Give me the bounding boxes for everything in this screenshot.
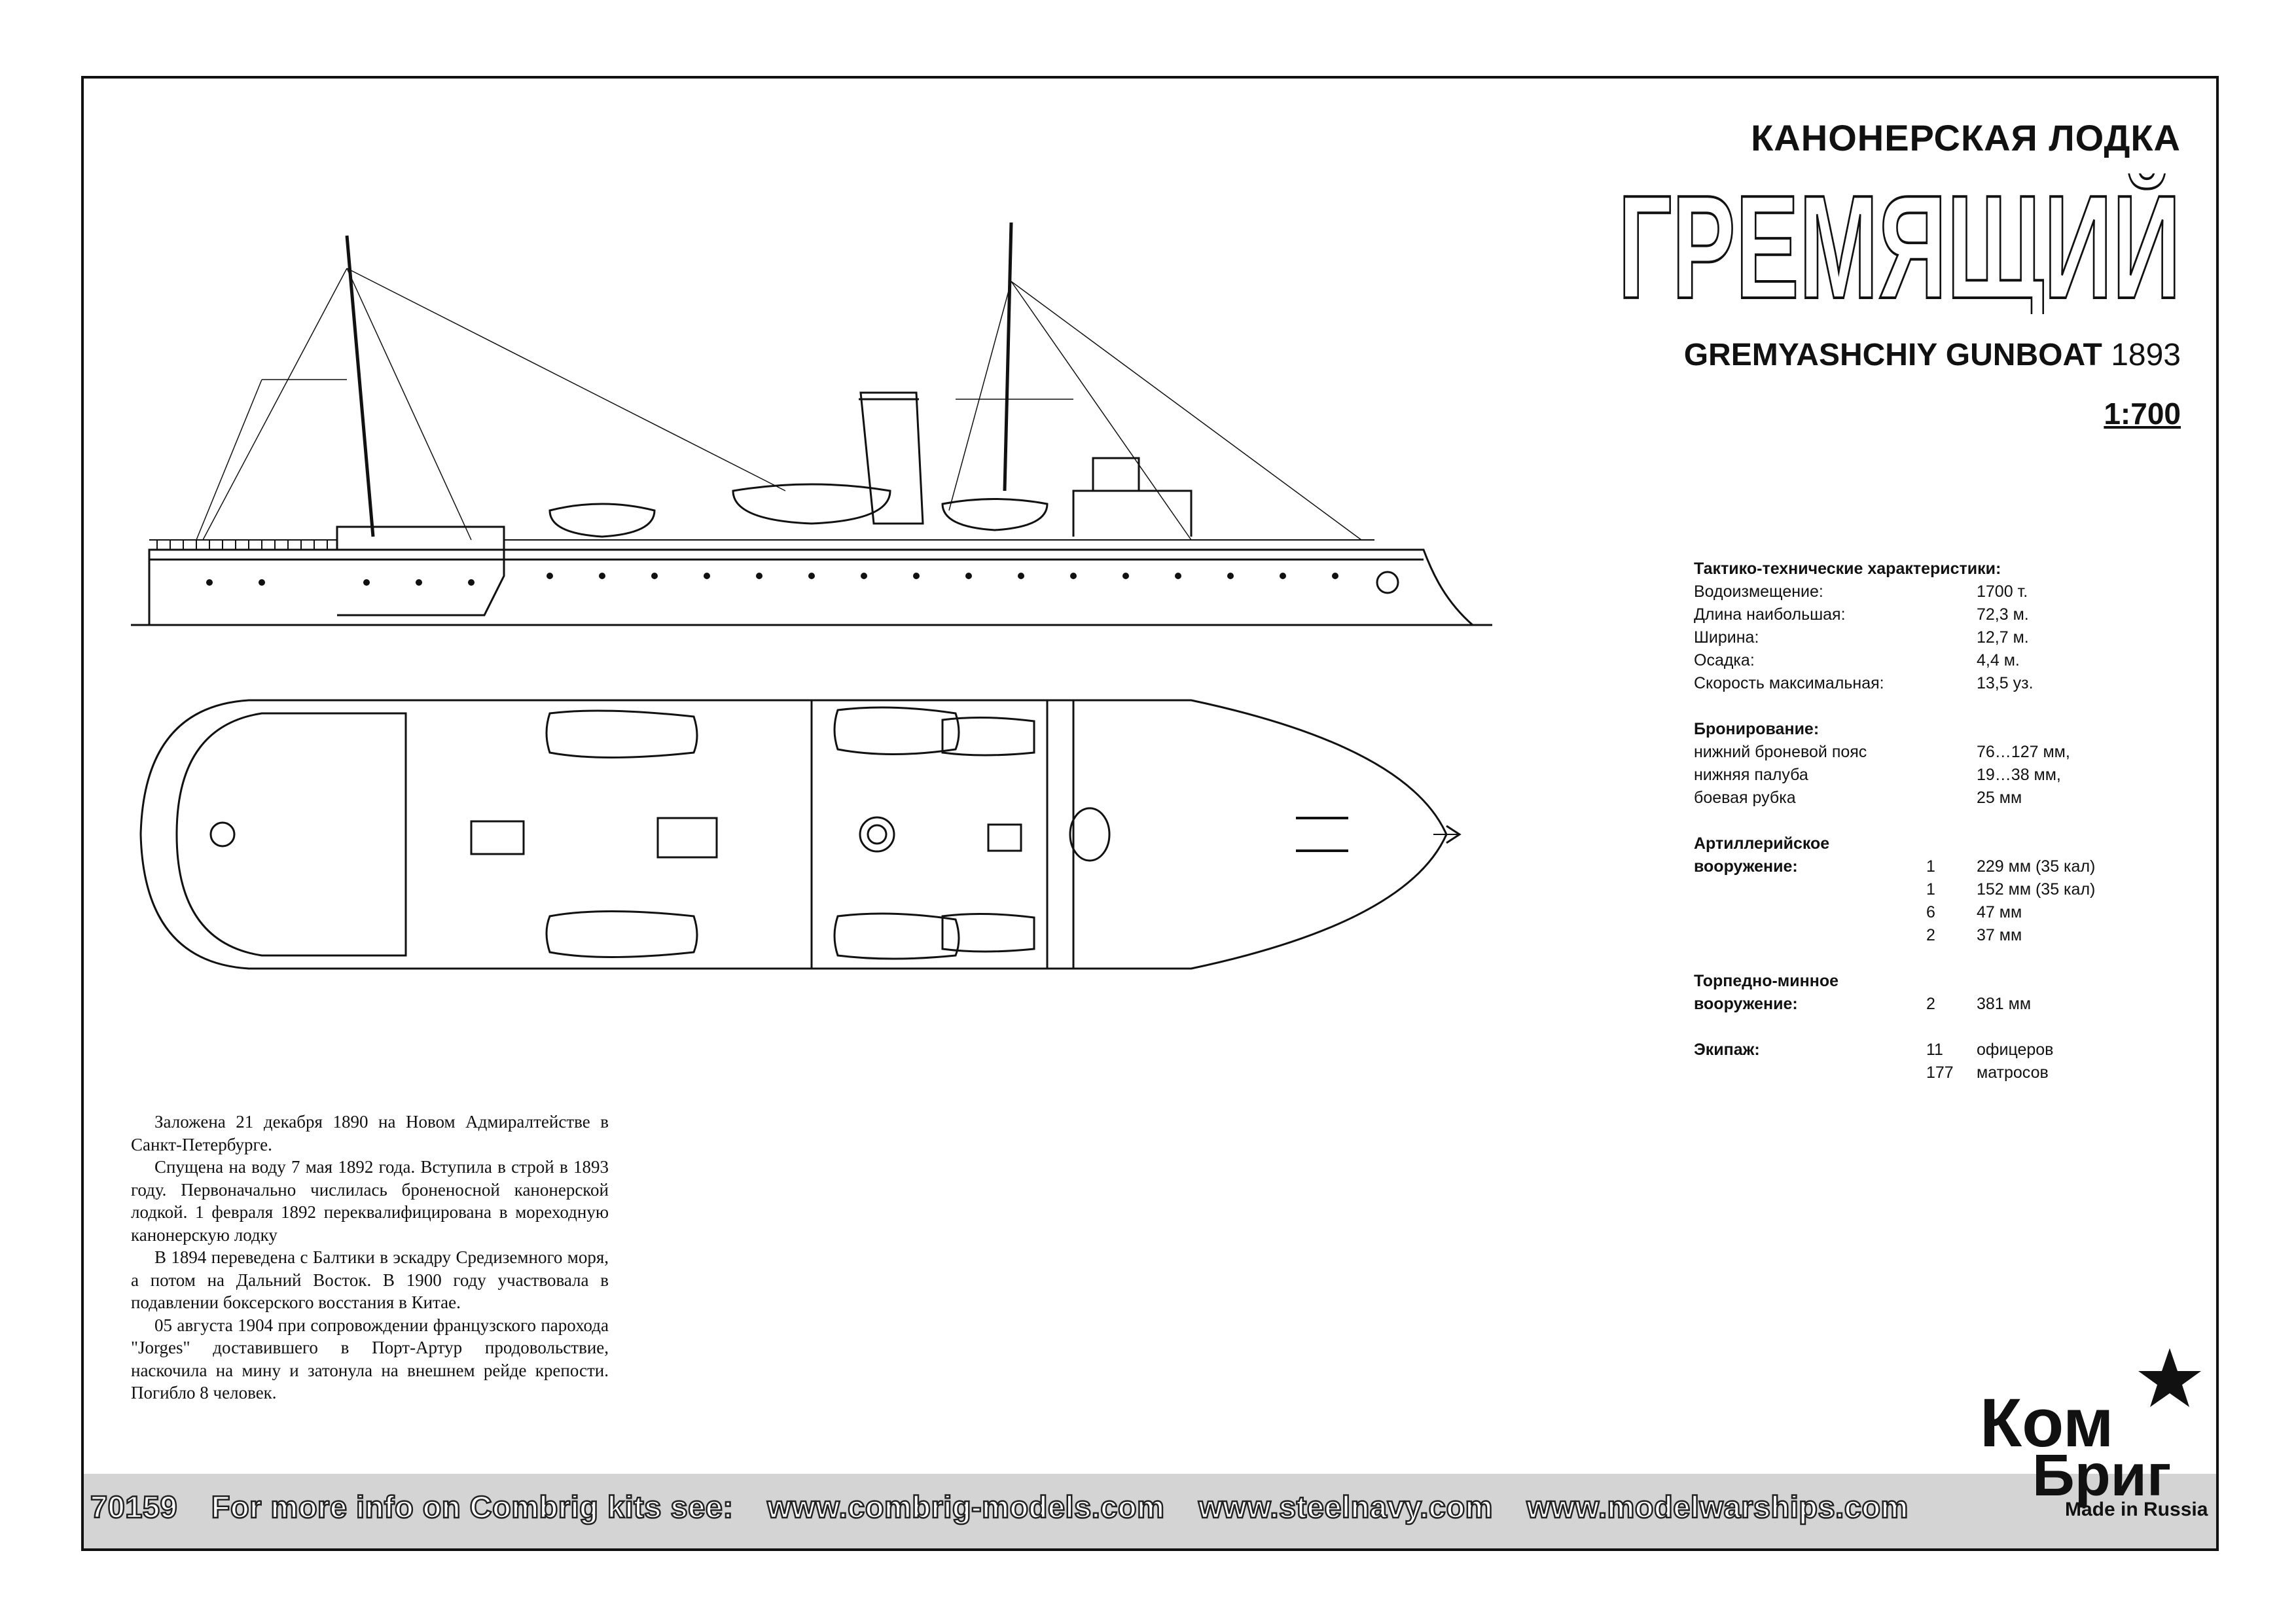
spec-label: Водоизмещение: bbox=[1694, 582, 1823, 601]
plan-bow-guns bbox=[1296, 817, 1348, 852]
history-paragraph: 05 августа 1904 при сопровождении францу… bbox=[131, 1315, 609, 1403]
footer-link-combrig[interactable]: www.combrig-models.com bbox=[766, 1489, 1165, 1525]
made-in-label: Made in Russia bbox=[2065, 1499, 2208, 1520]
torpedo-heading-2: вооружение: bbox=[1694, 995, 1798, 1013]
title-ru: КАНОНЕРСКАЯ ЛОДКА bbox=[1751, 117, 2181, 158]
plan-boat-2 bbox=[545, 910, 698, 958]
spec-label: Ширина: bbox=[1694, 628, 1759, 647]
torpedo-qty: 2 bbox=[1926, 995, 1935, 1013]
specs-heading: Тактико-технические характеристики: bbox=[1694, 560, 2001, 578]
rigging bbox=[196, 268, 1362, 541]
star-icon bbox=[2138, 1348, 2201, 1407]
ship-name-text: ГРЕМЯЩИЙ bbox=[1618, 173, 2181, 314]
crew-value: офицеров bbox=[1977, 1041, 2054, 1059]
funnel bbox=[859, 391, 924, 525]
logo-line1: Ком bbox=[1980, 1385, 2114, 1461]
spec-label: Скорость максимальная: bbox=[1694, 674, 1884, 692]
boat-fwd bbox=[941, 498, 1049, 531]
spec-value: 4,4 м. bbox=[1977, 651, 2020, 669]
plan-boat-3 bbox=[833, 706, 960, 755]
torpedo-heading: Торпедно-минное bbox=[1694, 972, 1839, 990]
aft-deckhouse bbox=[336, 526, 505, 616]
artillery-qty: 2 bbox=[1926, 926, 1935, 944]
boat-mid bbox=[732, 483, 891, 525]
crew-qty: 11 bbox=[1926, 1041, 1943, 1059]
history-paragraph: В 1894 переведена с Балтики в эскадру Ср… bbox=[131, 1247, 609, 1312]
scale-label: 1:700 bbox=[2104, 397, 2181, 431]
plan-hatch-2 bbox=[656, 817, 718, 859]
plan-hatch-1 bbox=[470, 820, 525, 855]
torpedo-value: 381 мм bbox=[1977, 995, 2032, 1013]
artillery-heading: Артиллерийское bbox=[1694, 834, 1830, 853]
crew-heading: Экипаж: bbox=[1694, 1041, 1760, 1059]
armor-label: боевая рубка bbox=[1694, 789, 1796, 807]
artillery-value: 37 мм bbox=[1977, 926, 2022, 944]
ship-name-stylized: ГРЕМЯЩИЙ bbox=[1617, 173, 2182, 314]
history-paragraph: Заложена 21 декабря 1890 на Новом Адмира… bbox=[131, 1112, 609, 1154]
crew-qty: 177 bbox=[1926, 1063, 1954, 1082]
footer-band bbox=[84, 1474, 2216, 1548]
plan-funnel bbox=[859, 816, 895, 853]
logo-line2: Бриг bbox=[2032, 1443, 2171, 1508]
armor-label: нижняя палуба bbox=[1694, 766, 1808, 784]
spec-value: 72,3 м. bbox=[1977, 605, 2029, 624]
mainmast bbox=[345, 235, 375, 537]
plan-stern-gun bbox=[209, 821, 236, 847]
spec-value: 1700 т. bbox=[1977, 582, 2028, 601]
artillery-qty: 1 bbox=[1926, 880, 1935, 899]
footer-link-steelnavy[interactable]: www.steelnavy.com bbox=[1198, 1489, 1494, 1525]
footer-info: For more info on Combrig kits see: bbox=[211, 1489, 734, 1525]
deck-outline bbox=[139, 699, 1448, 970]
footer: 70159 For more info on Combrig kits see:… bbox=[90, 1489, 1933, 1525]
plan-boat-4 bbox=[833, 912, 960, 960]
artillery-value: 229 мм (35 кал) bbox=[1977, 857, 2096, 876]
foremast bbox=[1003, 222, 1013, 491]
armor-value: 25 мм bbox=[1977, 789, 2022, 807]
artillery-qty: 1 bbox=[1926, 857, 1935, 876]
combrig-logo: Ком Бриг bbox=[1980, 1348, 2201, 1508]
plan-boat-1 bbox=[545, 709, 698, 758]
armor-value: 19…38 мм, bbox=[1977, 766, 2061, 784]
armor-value: 76…127 мм, bbox=[1977, 743, 2070, 761]
specs-table: Тактико-технические характеристики: Водо… bbox=[1694, 558, 2191, 1084]
subtitle: GREMYASHCHIY GUNBOAT 1893 bbox=[1684, 337, 2181, 373]
hull bbox=[148, 548, 1475, 626]
anchor bbox=[1376, 571, 1399, 594]
history-text: Заложена 21 декабря 1890 на Новом Адмира… bbox=[131, 1111, 609, 1404]
artillery-qty: 6 bbox=[1926, 903, 1935, 921]
ship-side-profile bbox=[131, 222, 1492, 626]
railings bbox=[149, 539, 1374, 550]
kit-number: 70159 bbox=[90, 1489, 178, 1525]
quarterdeck bbox=[175, 712, 407, 957]
bridge bbox=[1072, 490, 1193, 537]
boat-aft bbox=[548, 503, 656, 538]
artillery-value: 152 мм (35 кал) bbox=[1977, 880, 2096, 899]
spec-value: 13,5 уз. bbox=[1977, 674, 2034, 692]
history-paragraph: Спущена на воду 7 мая 1892 года. Вступил… bbox=[131, 1157, 609, 1245]
plan-conning-tower bbox=[1069, 807, 1111, 862]
armor-label: нижний броневой пояс bbox=[1694, 743, 1867, 761]
ship-plan-view bbox=[139, 699, 1462, 970]
sheet-frame bbox=[81, 76, 2219, 1551]
crew-value: матросов bbox=[1977, 1063, 2049, 1082]
subtitle-name: GREMYASHCHIY GUNBOAT bbox=[1683, 338, 2102, 372]
artillery-heading-2: вооружение: bbox=[1694, 857, 1798, 876]
artillery-value: 47 мм bbox=[1977, 903, 2022, 921]
spec-label: Длина наибольшая: bbox=[1694, 605, 1846, 624]
footer-link-modelwarships[interactable]: www.modelwarships.com bbox=[1526, 1489, 1909, 1525]
armor-heading: Бронирование: bbox=[1694, 720, 1820, 738]
portholes bbox=[206, 573, 1338, 586]
subtitle-year: 1893 bbox=[2111, 338, 2181, 372]
spec-value: 12,7 м. bbox=[1977, 628, 2029, 647]
spec-label: Осадка: bbox=[1694, 651, 1755, 669]
